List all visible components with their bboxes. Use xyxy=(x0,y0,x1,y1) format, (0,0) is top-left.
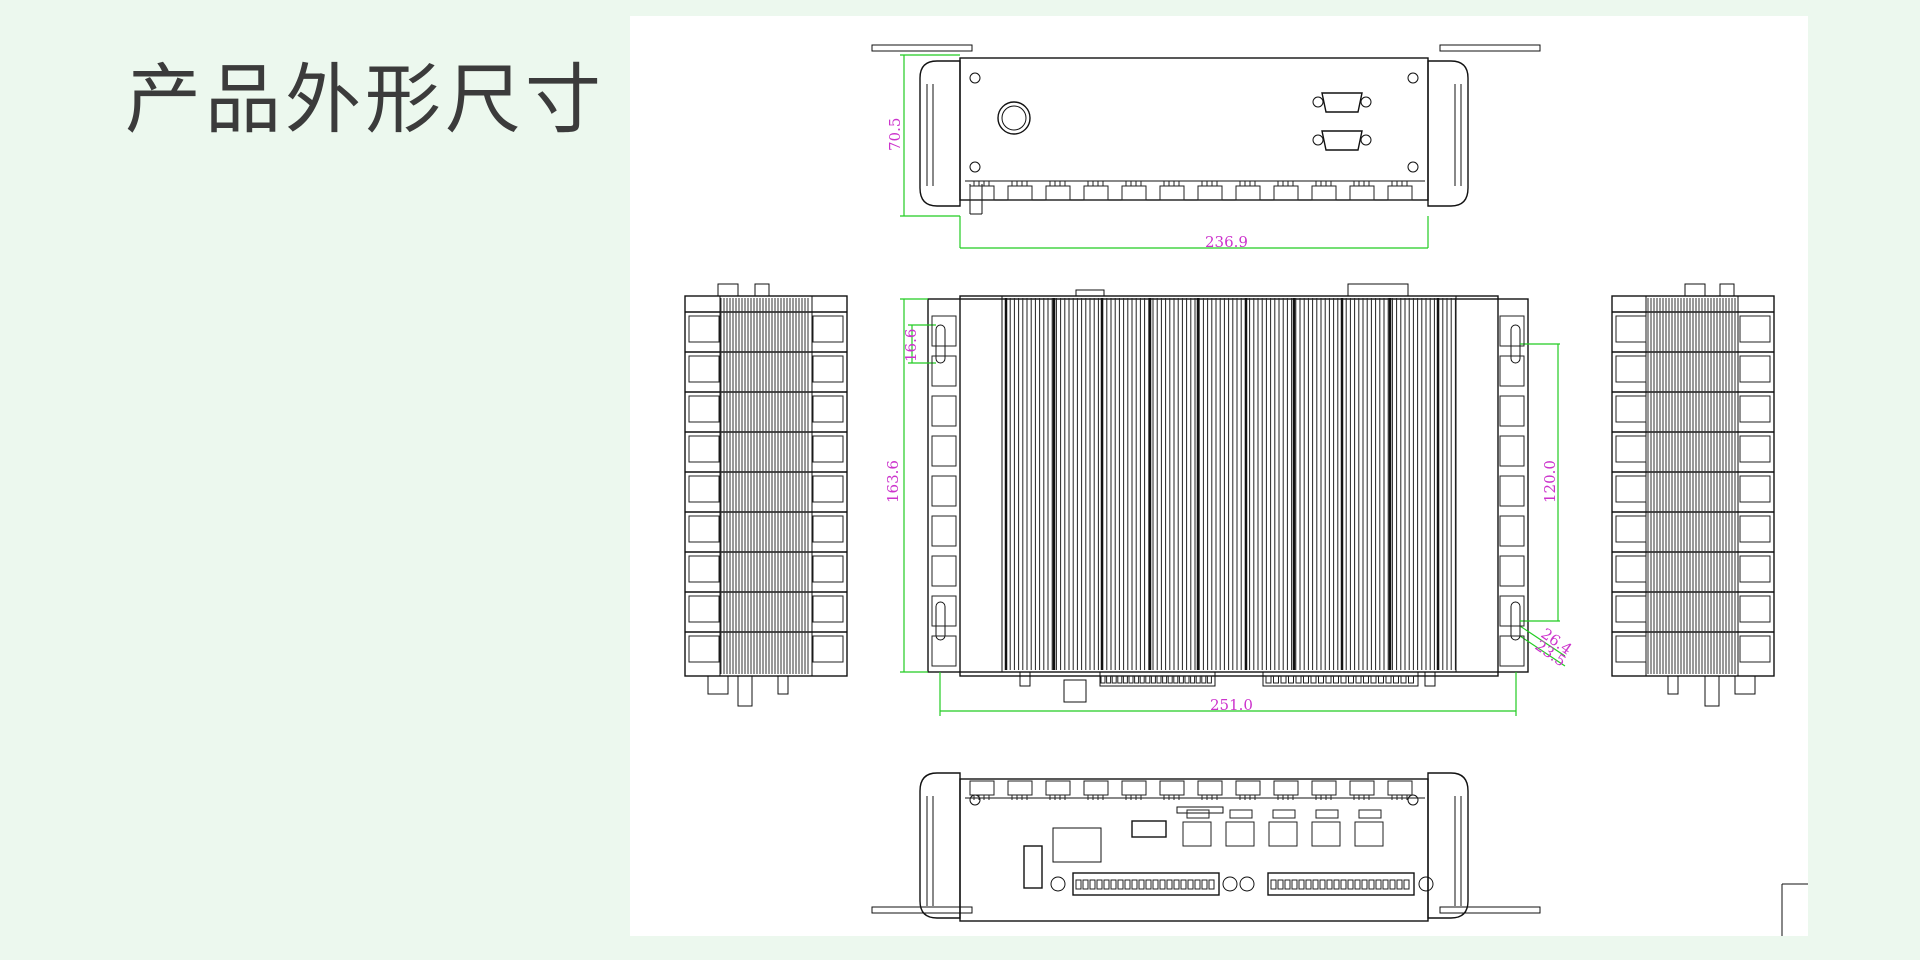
left-side-view xyxy=(684,283,848,707)
dimension-diagram: 70.5 236.9 16.6 163.6 120.0 26.4 23.5 25… xyxy=(684,44,1808,936)
top-view xyxy=(871,44,1541,249)
dim-top-width: 236.9 xyxy=(1205,233,1248,251)
dim-depth: 163.6 xyxy=(884,460,902,503)
technical-drawing: 70.5 236.9 16.6 163.6 120.0 26.4 23.5 25… xyxy=(630,16,1808,936)
page-title: 产品外形尺寸 xyxy=(125,55,605,144)
dim-hole-spacing: 120.0 xyxy=(1541,460,1559,503)
bottom-view xyxy=(871,772,1541,922)
dim-height: 70.5 xyxy=(886,118,904,151)
dim-mount-hole: 16.6 xyxy=(902,329,920,362)
dim-overall-width: 251.0 xyxy=(1210,696,1253,714)
generated-details xyxy=(685,181,1774,890)
main-view xyxy=(900,283,1566,716)
